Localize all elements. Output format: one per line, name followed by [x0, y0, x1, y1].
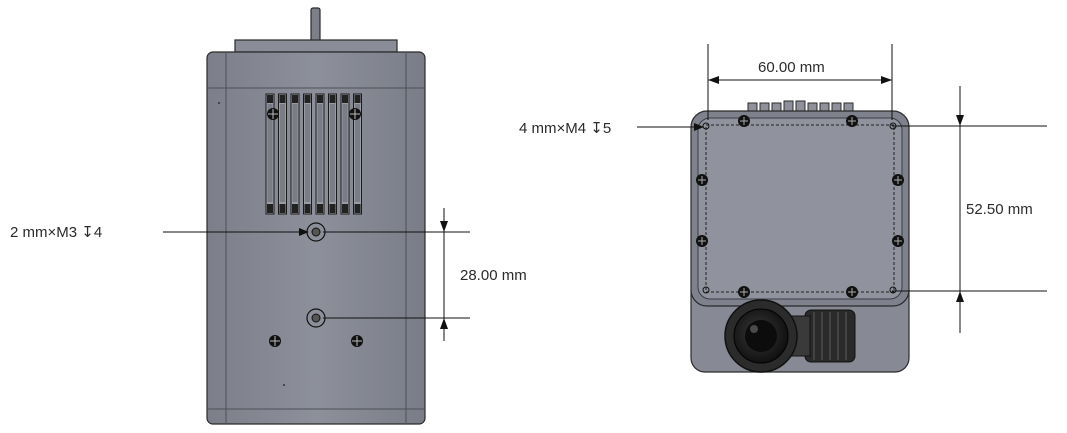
m4-callout-label: 4 mm×M4 ↧5 — [519, 120, 611, 137]
connector-pin — [819, 102, 830, 112]
m3-callout-label: 2 mm×M3 ↧4 — [10, 224, 102, 241]
rear-screw — [892, 235, 904, 247]
rear-screw — [892, 174, 904, 186]
hole-spacing-dimension: 28.00 mm — [323, 208, 527, 341]
front-view — [206, 7, 426, 425]
rear-screw — [738, 115, 750, 127]
m3-hole-upper — [306, 222, 326, 242]
width-dimension: 60.00 mm — [707, 44, 893, 120]
m3-hole-lower — [306, 308, 326, 328]
vent-slots — [265, 93, 362, 215]
rear-screw — [889, 286, 897, 294]
rear-screw — [696, 235, 708, 247]
connector-pin — [759, 102, 770, 112]
rear-screw — [846, 115, 858, 127]
height-dimension: 52.50 mm — [892, 86, 1047, 333]
mounting-outline — [705, 124, 895, 293]
vent-screw-left — [267, 108, 279, 120]
connector-pin — [831, 102, 842, 112]
width-label: 60.00 mm — [758, 59, 825, 76]
top-flange — [234, 39, 398, 53]
height-label: 52.50 mm — [966, 201, 1033, 218]
connector-pin — [771, 102, 782, 112]
connector-pin — [747, 102, 758, 112]
connector-pin — [795, 100, 806, 112]
rear-view — [690, 100, 910, 373]
connector-pin — [843, 102, 854, 112]
bottom-screw-left — [269, 335, 281, 347]
top-connectors — [747, 100, 854, 112]
rear-screw — [738, 286, 750, 298]
m4-callout: 4 mm×M4 ↧5 — [519, 120, 704, 137]
vent-screw-right — [349, 108, 361, 120]
connector-pin — [807, 102, 818, 112]
rear-screw — [696, 174, 708, 186]
rear-screw — [846, 286, 858, 298]
connector-pin — [783, 100, 794, 112]
hole-spacing-label: 28.00 mm — [460, 267, 527, 284]
rear-screw — [702, 286, 710, 294]
bottom-screw-right — [351, 335, 363, 347]
rear-panel — [697, 117, 903, 300]
top-shaft — [310, 7, 321, 43]
rear-screws — [696, 115, 904, 298]
m3-callout: 2 mm×M3 ↧4 — [10, 224, 309, 241]
rear-screw — [702, 122, 710, 130]
lens-assembly — [724, 299, 856, 373]
